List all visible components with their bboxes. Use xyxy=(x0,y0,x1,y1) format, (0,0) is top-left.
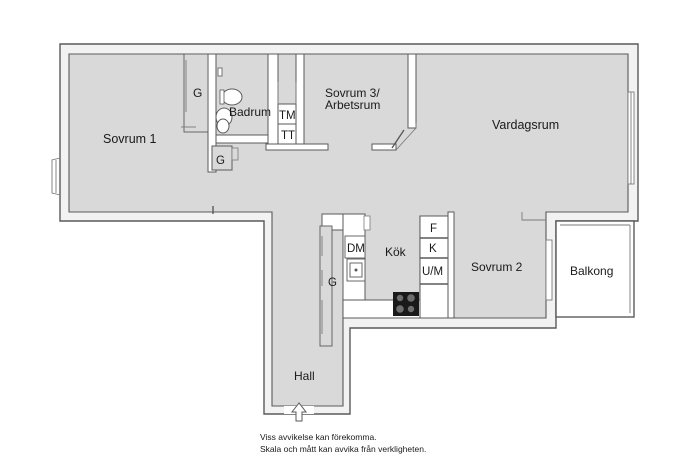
label-vardagsrum: Vardagsrum xyxy=(492,118,559,132)
stove-icon xyxy=(393,292,419,316)
label-wardrobe-bath: G xyxy=(216,155,225,167)
toilet-icon xyxy=(217,67,243,106)
label-wardrobe-hall: G xyxy=(328,277,337,289)
label-hall: Hall xyxy=(294,369,315,383)
label-sovrum3-line1: Sovrum 3/ xyxy=(325,86,380,100)
entrance-arrow-icon xyxy=(284,402,314,422)
wardrobe-sovrum1 xyxy=(181,53,209,133)
label-tt: TT xyxy=(281,130,295,142)
label-badrum: Badrum xyxy=(229,105,271,119)
sink-icon xyxy=(215,107,233,134)
window-vardagsrum xyxy=(627,91,635,185)
disclaimer-line2: Skala och mått kan avvika från verklighe… xyxy=(260,444,426,454)
label-sovrum1: Sovrum 1 xyxy=(103,132,157,146)
wardrobe-hall xyxy=(319,225,333,347)
window-sovrum2 xyxy=(545,239,553,301)
tumble-dryer xyxy=(277,123,297,145)
balcony xyxy=(555,220,635,318)
bay-window xyxy=(51,157,61,196)
label-dm: DM xyxy=(347,243,365,255)
kitchen xyxy=(321,213,449,319)
disclaimer-line1: Viss avvikelse kan förekomma. xyxy=(260,432,377,442)
label-kok: Kök xyxy=(385,245,407,259)
label-sovrum3-line2: Arbetsrum xyxy=(325,98,380,112)
label-k: K xyxy=(429,243,437,255)
label-um: U/M xyxy=(422,266,443,278)
label-balkong: Balkong xyxy=(570,264,613,278)
label-tm: TM xyxy=(279,110,296,122)
label-sovrum2: Sovrum 2 xyxy=(471,260,523,274)
label-wardrobe-sovrum1: G xyxy=(193,86,202,100)
label-f: F xyxy=(430,223,437,235)
